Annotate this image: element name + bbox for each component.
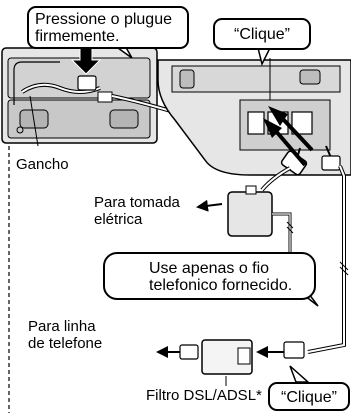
phone-line-label-line2: de telefone [28, 335, 103, 352]
hook-label: Gancho [16, 156, 69, 173]
hook-leader-line [29, 95, 39, 147]
click-bottom-callout: “Clique” [268, 382, 350, 411]
press-plug-callout: Pressione o plugue firmemente. [27, 6, 189, 49]
base-unit-right-drawing [157, 58, 351, 176]
phone-cable-drawing [283, 145, 349, 359]
phone-line-label: Para linha de telefone [28, 318, 102, 352]
use-cord-callout: Use apenas o fio telefonico fornecido. [103, 252, 316, 300]
insert-arrows [263, 106, 314, 167]
phone-line-label-line1: Para linha [28, 318, 96, 335]
outlet-arrow [196, 199, 223, 212]
base-unit-left-drawing [1, 45, 213, 144]
outlet-label-line2: elétrica [94, 211, 143, 228]
outlet-label-line1: Para tomada [94, 194, 180, 211]
use-cord-line1: Use apenas o fio [149, 260, 270, 277]
use-cord-line2: telefonico fornecido. [149, 277, 293, 294]
dsl-filter-label: Filtro DSL/ADSL* [146, 387, 262, 404]
click-top-callout: “Clique” [213, 18, 311, 50]
click-top-text: “Clique” [233, 26, 290, 43]
outlet-label: Para tomada elétrica [94, 194, 180, 228]
press-plug-line1: Pressione o plugue [35, 11, 172, 28]
dsl-filter-drawing [156, 339, 284, 386]
click-bottom-text: “Clique” [280, 389, 337, 406]
press-plug-line2: firmemente. [35, 28, 120, 45]
click-bottom-pointer [289, 365, 310, 383]
power-cable-drawing [227, 147, 308, 266]
